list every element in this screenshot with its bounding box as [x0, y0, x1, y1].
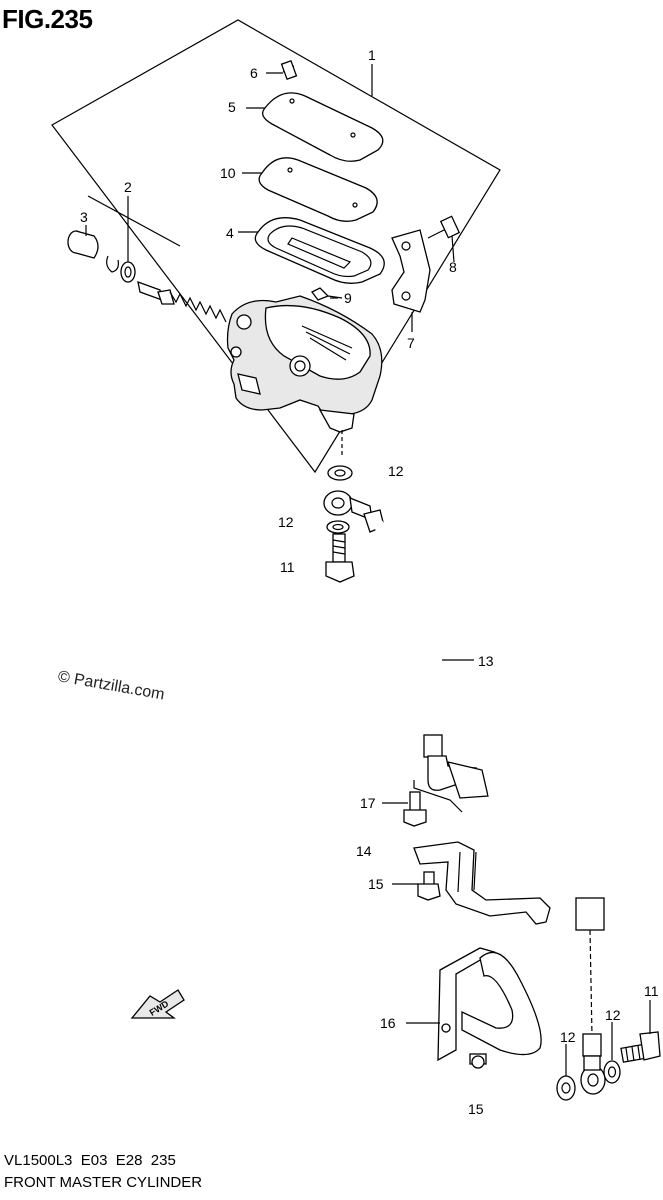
callout-2: 2	[124, 179, 132, 195]
callout-12-lower-right: 12	[605, 1007, 621, 1023]
part-13-brake-hose[interactable]	[363, 509, 605, 1057]
washer-lower-right-hole	[607, 1066, 617, 1078]
callout-14: 14	[356, 843, 372, 859]
callout-12-lower-left: 12	[560, 1029, 576, 1045]
part-10-plate[interactable]	[242, 157, 378, 222]
part-17-bolt[interactable]	[382, 791, 427, 827]
callout-3: 3	[80, 209, 88, 225]
callout-12-upper: 12	[388, 463, 404, 479]
part-4-gasket[interactable]	[238, 217, 385, 284]
callout-1: 1	[368, 47, 376, 63]
callout-4: 4	[226, 225, 234, 241]
part-3-boot[interactable]	[67, 225, 99, 259]
part-15-bolt-upper[interactable]	[392, 871, 441, 901]
part-11-banjo-bolt-lower[interactable]	[620, 1000, 661, 1063]
callout-9: 9	[344, 290, 352, 306]
footer-section-title: FRONT MASTER CYLINDER	[4, 1174, 203, 1191]
joint-reference-lines	[413, 780, 463, 813]
part-5-cap[interactable]	[246, 92, 384, 162]
washer-upper-hole	[334, 469, 346, 477]
callout-6: 6	[250, 65, 258, 81]
part-12-washer-lower-right[interactable]	[603, 1060, 621, 1084]
part-12-washer-lower[interactable]	[326, 520, 350, 534]
part-14-bracket[interactable]	[413, 841, 551, 925]
part-11-banjo-bolt-upper[interactable]	[325, 533, 355, 583]
washer-lower-left-hole	[561, 1082, 571, 1094]
master-cylinder-body[interactable]	[226, 295, 383, 458]
figure-label: FIG.235	[2, 4, 93, 34]
leader-line-3	[87, 195, 181, 247]
part-9-clip[interactable]	[311, 287, 343, 301]
callout-17: 17	[360, 795, 376, 811]
assembly-box	[51, 19, 501, 474]
callout-13: 13	[478, 653, 494, 669]
footer-model-line: VL1500L3 E03 E28 235	[4, 1152, 176, 1169]
part-6-screw[interactable]	[266, 59, 298, 81]
callout-5: 5	[228, 99, 236, 115]
callout-11-lower: 11	[644, 983, 659, 999]
piston-spring-assembly[interactable]	[137, 280, 227, 323]
callout-11-upper: 11	[280, 559, 295, 575]
part-2-circlip[interactable]	[106, 196, 136, 283]
callout-15-lower: 15	[468, 1101, 484, 1117]
fwd-arrow: FWD	[130, 989, 185, 1019]
callout-7: 7	[407, 335, 415, 351]
part-12-washer-upper[interactable]	[327, 465, 353, 481]
banjo-fitting-lower[interactable]	[580, 1055, 606, 1095]
part-12-washer-lower-left[interactable]	[556, 1075, 576, 1101]
callout-16: 16	[380, 1015, 396, 1031]
callout-15-upper: 15	[368, 876, 384, 892]
washer-lower-hole	[332, 523, 344, 531]
part-7-clamp[interactable]	[391, 229, 431, 332]
callout-12-mid: 12	[278, 514, 294, 530]
callout-10: 10	[220, 165, 236, 181]
callout-8: 8	[449, 259, 457, 275]
part-8-bolt[interactable]	[427, 215, 461, 263]
part-16-clamp[interactable]	[406, 947, 542, 1062]
part-15-bolt-lower[interactable]	[469, 1053, 487, 1069]
